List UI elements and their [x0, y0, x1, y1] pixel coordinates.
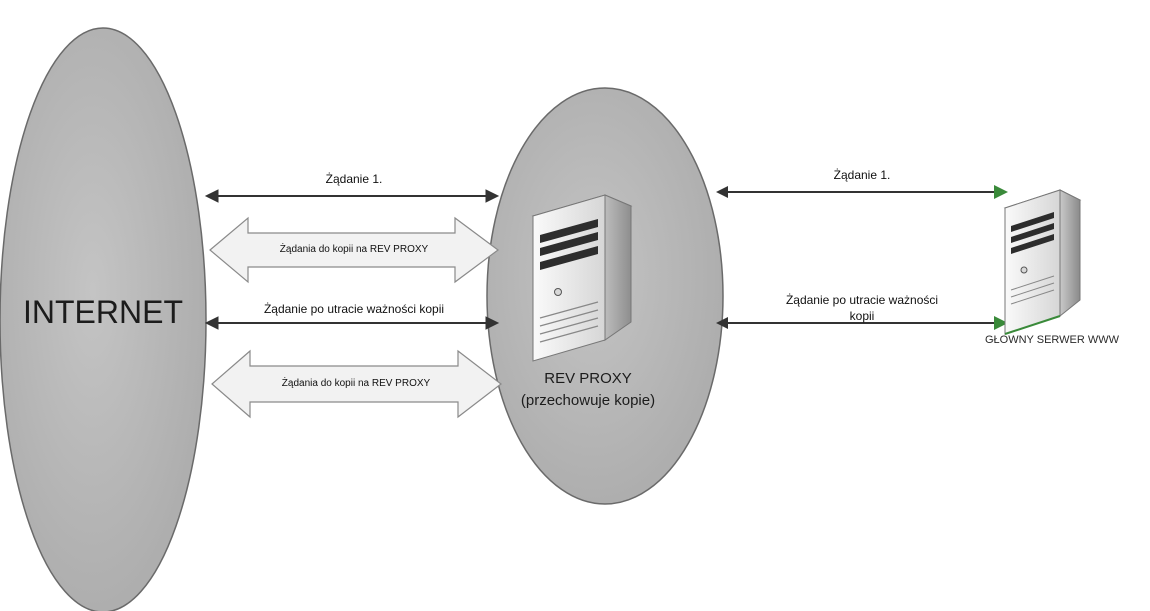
- label-left-copy-requests-bottom: Żądania do kopii na REV PROXY: [281, 378, 431, 389]
- label-left-request-1: Żądanie 1.: [325, 172, 383, 186]
- arrow-left-request-expired: [204, 316, 500, 330]
- main-server-tower-icon: [1003, 189, 1082, 335]
- proxy-server-tower-icon: [531, 194, 633, 362]
- label-right-request-1: Żądanie 1.: [833, 168, 891, 182]
- block-arrow-copy-requests-bottom: [211, 349, 502, 419]
- internet-label: INTERNET: [23, 294, 183, 330]
- rev-proxy-label: REV PROXY (przechowuje kopie): [488, 368, 688, 412]
- label-right-request-expired-line1: Żądanie po utracie ważności: [785, 293, 939, 307]
- arrow-left-request-1: [204, 189, 500, 203]
- label-left-copy-requests-top: Żądania do kopii na REV PROXY: [279, 244, 429, 255]
- label-right-request-expired: Żądanie po utracie ważności kopii: [720, 292, 1004, 324]
- main-server-label: GŁOWNY SERWER WWW: [985, 334, 1120, 346]
- label-right-request-expired-line2: kopii: [849, 309, 875, 323]
- block-arrow-copy-requests-top: [209, 216, 500, 284]
- rev-proxy-label-line2: (przechowuje kopie): [520, 392, 656, 409]
- arrow-right-request-expired: [716, 316, 1008, 330]
- arrow-right-request-1: [716, 185, 1008, 199]
- rev-proxy-label-line1: REV PROXY: [544, 370, 632, 387]
- internet-ellipse: [0, 27, 207, 611]
- label-left-request-expired: Żądanie po utracie ważności kopii: [263, 302, 445, 316]
